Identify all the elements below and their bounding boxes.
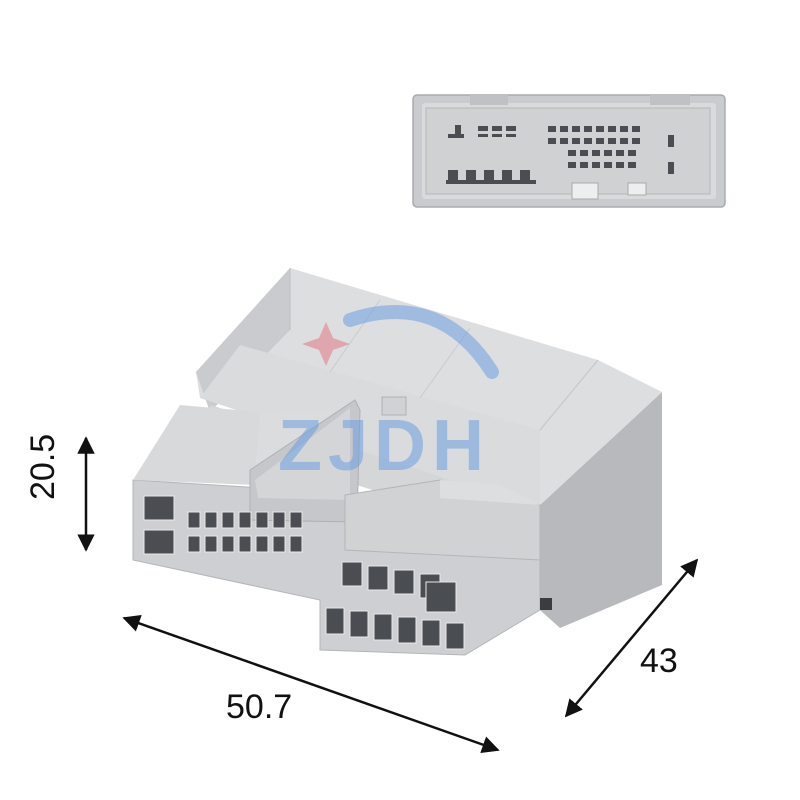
cavity xyxy=(616,150,624,156)
cavity xyxy=(238,511,252,529)
cavity xyxy=(668,162,674,174)
cavity xyxy=(596,138,604,144)
cavity xyxy=(289,535,303,553)
cavity xyxy=(580,162,588,168)
cavity xyxy=(349,610,369,638)
cavity xyxy=(187,535,201,553)
cavity xyxy=(478,126,488,131)
cavity xyxy=(616,162,624,168)
cavity xyxy=(448,170,458,182)
cavity xyxy=(560,126,568,132)
cavity xyxy=(572,138,580,144)
cavity xyxy=(668,135,674,147)
cavity xyxy=(604,162,612,168)
cavity xyxy=(255,511,269,529)
cavity xyxy=(204,511,218,529)
cavity xyxy=(580,150,588,156)
cavity xyxy=(608,126,616,132)
cavity xyxy=(568,162,576,168)
cavity xyxy=(484,170,494,182)
cavity xyxy=(628,162,636,168)
height-dimension-label: 20.5 xyxy=(24,433,62,500)
cavity xyxy=(466,170,476,182)
watermark-text: ZJDH xyxy=(278,406,490,486)
watermark-star-icon xyxy=(302,322,350,366)
cavity xyxy=(187,511,201,529)
cavity xyxy=(584,138,592,144)
cavity xyxy=(520,170,530,182)
cavity xyxy=(506,126,516,131)
cavity xyxy=(255,535,269,553)
inset-cavity-grid xyxy=(446,125,674,184)
cavity xyxy=(289,511,303,529)
cavity xyxy=(568,150,576,156)
cavity xyxy=(272,511,286,529)
cavity xyxy=(584,126,592,132)
cavity xyxy=(560,138,568,144)
cavity xyxy=(620,138,628,144)
cavity xyxy=(341,561,363,587)
cavity xyxy=(548,126,556,132)
cavity xyxy=(272,535,286,553)
cavity xyxy=(221,511,235,529)
cavity xyxy=(632,126,640,132)
cavity xyxy=(478,134,488,137)
dimension-lines xyxy=(77,436,699,754)
cavity xyxy=(445,622,465,650)
cavity xyxy=(325,607,345,635)
cavity xyxy=(632,138,640,144)
cavity xyxy=(221,535,235,553)
cavity xyxy=(448,134,464,138)
inset-face-view xyxy=(412,94,726,208)
depth-arrow xyxy=(564,558,699,718)
cavity xyxy=(421,619,441,647)
cavity xyxy=(393,569,415,595)
cavity xyxy=(143,495,175,521)
watermark: ZJDH xyxy=(278,305,499,486)
width-dimension-label: 50.7 xyxy=(226,688,293,726)
cavity xyxy=(548,138,556,144)
cavity xyxy=(425,581,457,613)
watermark-arc xyxy=(343,305,499,379)
cavity xyxy=(592,162,600,168)
cavity xyxy=(238,535,252,553)
cavity xyxy=(620,126,628,132)
cavity xyxy=(373,613,393,641)
cavity xyxy=(143,529,175,555)
cavity xyxy=(397,616,417,644)
cavity xyxy=(628,150,636,156)
depth-dimension-label: 43 xyxy=(640,642,678,680)
cavity xyxy=(592,150,600,156)
cavity xyxy=(572,126,580,132)
cavity xyxy=(446,180,536,184)
cavity xyxy=(502,170,512,182)
cavity xyxy=(492,134,502,137)
cavity xyxy=(604,150,612,156)
cavity xyxy=(492,126,502,131)
cavity xyxy=(506,134,516,137)
cavity xyxy=(455,125,461,137)
cavity xyxy=(596,126,604,132)
cavity xyxy=(204,535,218,553)
width-arrow xyxy=(122,614,500,754)
cavity xyxy=(608,138,616,144)
cavity xyxy=(367,565,389,591)
